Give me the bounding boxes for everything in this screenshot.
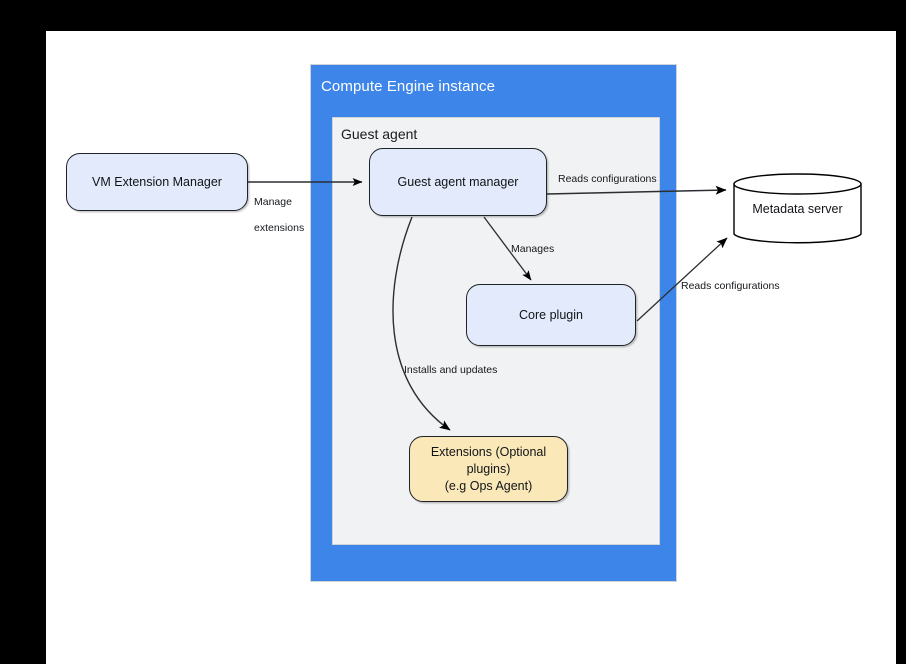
- edge-label-installs-and-updates: Installs and updates: [404, 364, 498, 376]
- edge-label-manages: Manages: [511, 243, 555, 255]
- node-extensions-line2: (e.g Ops Agent): [444, 478, 533, 493]
- edge-label-reads-configurations-top: Reads configurations: [558, 173, 657, 185]
- node-vm-extension-manager-label: VM Extension Manager: [92, 174, 222, 189]
- diagram-canvas: Compute Engine instance Guest agent VM E…: [46, 31, 897, 664]
- node-metadata-server-label: Metadata server: [752, 202, 843, 216]
- compute-engine-instance-title: Compute Engine instance: [321, 78, 496, 95]
- node-guest-agent-manager-label: Guest agent manager: [397, 174, 519, 189]
- node-extensions[interactable]: Extensions (Optional plugins) (e.g Ops A…: [409, 436, 568, 502]
- edge-label-manage-extensions-line1: Manage: [254, 196, 292, 208]
- edge-label-manage-extensions-line2: extensions: [254, 222, 305, 234]
- guest-agent-title: Guest agent: [341, 126, 418, 142]
- node-metadata-server[interactable]: Metadata server: [733, 173, 862, 245]
- edge-label-reads-configurations-bottom: Reads configurations: [681, 280, 780, 292]
- node-core-plugin[interactable]: Core plugin: [466, 284, 636, 346]
- node-extensions-label: Extensions (Optional plugins) (e.g Ops A…: [410, 444, 567, 495]
- node-vm-extension-manager[interactable]: VM Extension Manager: [66, 153, 248, 211]
- node-extensions-line1: Extensions (Optional plugins): [430, 444, 547, 476]
- cylinder-shape: [733, 173, 862, 244]
- node-core-plugin-label: Core plugin: [519, 307, 583, 322]
- edge-label-manage-extensions: Manage extensions: [254, 183, 304, 235]
- node-guest-agent-manager[interactable]: Guest agent manager: [369, 148, 547, 216]
